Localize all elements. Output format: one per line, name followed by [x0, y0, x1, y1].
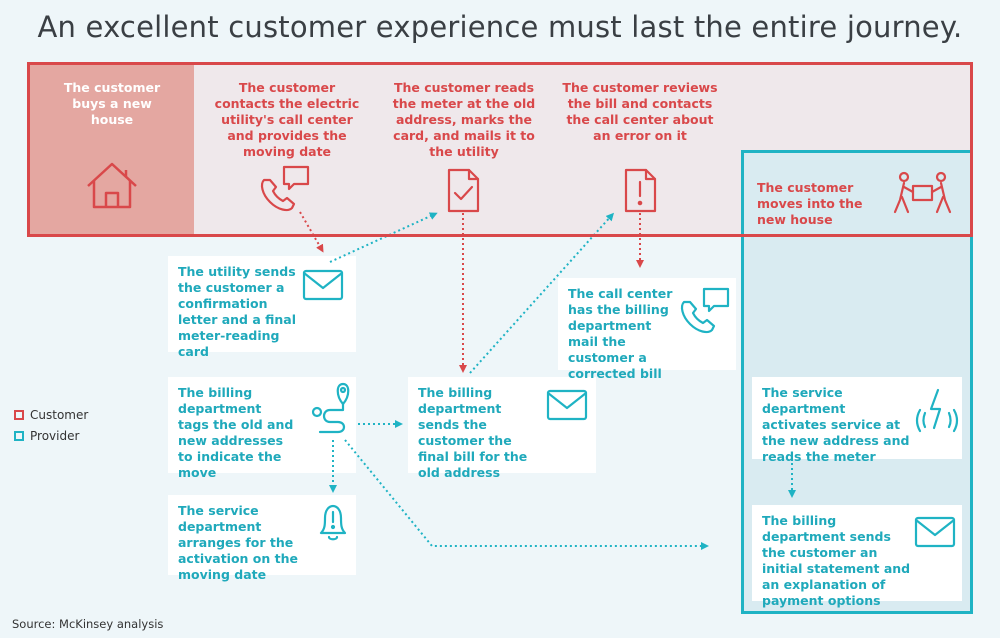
legend-customer-label: Customer — [30, 408, 89, 422]
phone-chat-icon — [260, 165, 310, 212]
envelope-icon — [914, 516, 956, 548]
connector-tags-to-initial-statement — [344, 439, 709, 550]
card-tags-addresses: The billing department tags the old and … — [168, 377, 356, 480]
envelope-icon — [546, 389, 588, 421]
document-check-icon — [447, 168, 480, 213]
page-title: An excellent customer experience must la… — [37, 10, 963, 44]
step-moves-in: The customer moves into the new house — [757, 180, 863, 227]
legend-provider-label: Provider — [30, 429, 80, 443]
card-text: The call center has the billing departme… — [568, 286, 673, 381]
card-arranges-activation: The service department arranges for the … — [168, 495, 356, 582]
customer-band-border — [27, 62, 973, 237]
card-corrected-bill: The call center has the billing departme… — [558, 278, 736, 381]
card-initial-statement: The billing department sends the custome… — [752, 505, 962, 608]
card-activates-service: The service department activates service… — [752, 377, 962, 464]
card-text: The utility sends the customer a confirm… — [178, 264, 297, 359]
source-note: Source: McKinsey analysis — [12, 617, 164, 631]
step-contacts-call-center: The customer contacts the electric utili… — [214, 80, 360, 159]
card-final-bill: The billing department sends the custome… — [408, 377, 596, 480]
step-reads-meter: The customer reads the meter at the old … — [392, 80, 536, 159]
lightning-icon — [915, 388, 959, 433]
phone-chat-icon — [680, 287, 730, 334]
step-reviews-bill: The customer reviews the bill and contac… — [562, 80, 718, 143]
provider-column-border — [741, 150, 973, 614]
route-pin-icon — [311, 382, 350, 434]
house-icon — [87, 162, 137, 209]
legend-customer-swatch — [14, 410, 24, 420]
card-text: The service department activates service… — [762, 385, 910, 464]
document-alert-icon — [624, 168, 657, 213]
step-buys-house: The customer buys a new house — [63, 80, 161, 127]
legend-customer: Customer — [14, 407, 88, 423]
connector-final-bill-to-review — [469, 212, 615, 374]
card-text: The service department arranges for the … — [178, 503, 298, 582]
movers-icon — [893, 171, 952, 214]
legend-provider: Provider — [14, 428, 88, 444]
envelope-icon — [302, 269, 344, 301]
card-text: The billing department sends the custome… — [418, 385, 528, 480]
legend: Customer Provider — [14, 407, 88, 444]
bell-alert-icon — [319, 504, 347, 541]
card-text: The billing department tags the old and … — [178, 385, 294, 480]
card-text: The billing department sends the custome… — [762, 513, 911, 608]
connector-contact-to-confirmation — [299, 211, 324, 253]
legend-provider-swatch — [14, 431, 24, 441]
connector-confirmation-to-meter — [329, 212, 438, 263]
